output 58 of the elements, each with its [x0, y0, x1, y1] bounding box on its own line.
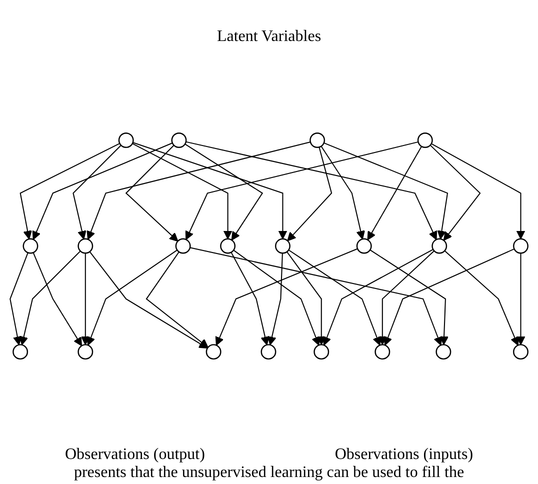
- arrow: [32, 142, 173, 240]
- layer-label: Observations (inputs): [334, 446, 474, 464]
- arrow: [324, 142, 448, 240]
- arrow: [89, 251, 208, 348]
- node-circle: [22, 238, 38, 254]
- node-circle: [12, 344, 28, 360]
- arrow: [430, 144, 481, 241]
- node-circle: [513, 238, 528, 254]
- arrow: [230, 252, 270, 346]
- arrow: [72, 144, 122, 240]
- arrow: [132, 142, 288, 240]
- arrow: [125, 144, 178, 242]
- arrow: [190, 247, 442, 346]
- arrow: [320, 146, 366, 240]
- arrow: [378, 250, 434, 346]
- node-circle: [417, 132, 433, 148]
- node-circle: [436, 344, 452, 360]
- node-circle: [374, 344, 390, 360]
- node-circle: [171, 132, 187, 148]
- arrow: [132, 143, 232, 240]
- arrow: [19, 250, 81, 346]
- node-circle: [356, 238, 372, 254]
- node-circle: [206, 344, 222, 360]
- arrow: [86, 141, 311, 240]
- arrow: [268, 253, 283, 346]
- node-circle: [118, 132, 134, 148]
- arrow: [233, 250, 320, 346]
- node-circle: [78, 238, 94, 254]
- arrow: [288, 250, 382, 346]
- arrow: [322, 248, 434, 346]
- layer-label: Observations (output): [64, 446, 205, 464]
- arrow: [80, 253, 90, 346]
- arrow: [146, 252, 208, 348]
- caption: presents that the unsupervised learning can be used to fill the: [74, 464, 464, 481]
- arrow: [86, 250, 178, 346]
- arrow: [20, 142, 120, 240]
- arrow: [516, 253, 526, 346]
- node-circle: [78, 344, 94, 360]
- arrow: [287, 146, 332, 242]
- arrow: [184, 144, 264, 240]
- arrow: [215, 248, 358, 346]
- arrow: [10, 252, 28, 346]
- node-circle: [275, 238, 290, 254]
- arrow: [367, 146, 422, 240]
- node-circle: [314, 344, 330, 360]
- arrow: [444, 250, 519, 346]
- arrow: [431, 143, 526, 240]
- node-circle: [175, 238, 191, 254]
- arrow: [384, 248, 514, 346]
- arrow: [32, 252, 82, 346]
- node-circle: [432, 238, 448, 254]
- node-circle: [310, 132, 326, 148]
- node-circle: [513, 344, 528, 360]
- layer-label: Latent Variables: [216, 28, 322, 45]
- node-circle: [220, 238, 236, 254]
- arrow: [286, 251, 326, 346]
- node-circle: [260, 344, 276, 360]
- arrow: [370, 249, 448, 346]
